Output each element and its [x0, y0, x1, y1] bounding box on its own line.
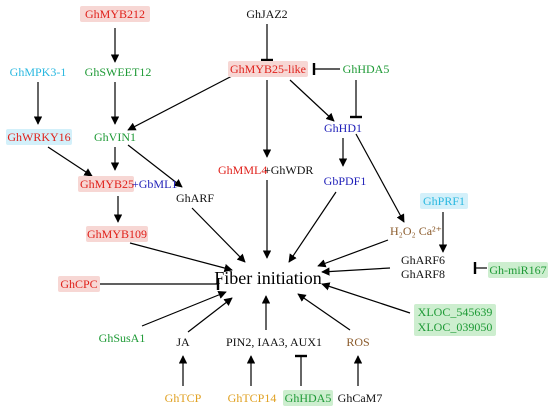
- node-label: XLOC_545639: [418, 305, 493, 319]
- node-highlight: [283, 390, 333, 406]
- node-label-partner: +GhWDR: [264, 163, 313, 177]
- node-label: GhMPK3-1: [10, 65, 67, 79]
- node-highlight: [228, 61, 308, 77]
- node-label: GhARF: [176, 191, 214, 205]
- node-label: GhWRKY16: [7, 130, 70, 144]
- node-ghcpc: GhCPC: [58, 276, 100, 292]
- node-ghcam7: GhCaM7: [338, 391, 383, 405]
- node-ghjaz2: GhJAZ2: [246, 7, 287, 21]
- node-ghmyb109: GhMYB109: [86, 226, 148, 242]
- node-ja: JA: [176, 335, 190, 349]
- node-ghvin1: GhVIN1: [94, 130, 136, 144]
- node-label-partner: +GbML1: [132, 177, 177, 191]
- node-label: GhMYB25: [80, 177, 134, 191]
- node-label: GhMML4: [218, 163, 267, 177]
- node-label-second: GhARF8: [401, 267, 445, 281]
- edge-gharf-fiber: [191, 207, 246, 263]
- nodes: GhMYB212 GhJAZ2 GhMPK3-1 GhSWEET12 GhMYB…: [6, 6, 548, 406]
- node-xloc: XLOC_545639 XLOC_039050: [414, 304, 496, 336]
- node-label-second: XLOC_039050: [418, 320, 493, 334]
- center-label: Fiber initiation: [214, 268, 322, 288]
- node-highlight: [86, 226, 148, 242]
- node-highlight: [78, 176, 134, 192]
- node-label: GhHDA5: [285, 391, 332, 405]
- node-gharf: GhARF: [176, 191, 214, 205]
- edge-ghwrky16-ghmyb25: [47, 146, 93, 177]
- node-label: Gh-miR167: [489, 263, 546, 277]
- edge-ghmyb25like-ghhd1: [289, 79, 335, 122]
- node-ghmyb25-gbml1: GhMYB25 +GbML1: [78, 176, 177, 192]
- node-ghmml4-ghwdr: GhMML4 +GhWDR: [218, 163, 313, 177]
- node-label: ROS: [346, 335, 369, 349]
- node-label: GhTCP: [165, 391, 202, 405]
- node-ghmyb25-like: GhMYB25-like: [228, 61, 308, 77]
- edge-ghmyb109-fiber: [129, 242, 233, 273]
- node-label: JA: [176, 335, 190, 349]
- node-highlight: [414, 304, 496, 336]
- node-ghprf1: GhPRF1: [420, 193, 468, 209]
- node-ghtcp: GhTCP: [165, 391, 202, 405]
- node-gbpdf1: GbPDF1: [324, 174, 367, 188]
- node-highlight: [6, 129, 72, 145]
- edges: [33, 24, 487, 386]
- node-label: GhVIN1: [94, 130, 136, 144]
- node-highlight: [80, 6, 150, 22]
- node-gh-mir167: Gh-miR167: [488, 262, 548, 278]
- node-highlight: [488, 262, 548, 278]
- node-label: GhTCP14: [228, 391, 277, 405]
- node-label: GhMYB25-like: [230, 62, 306, 76]
- node-ghsweet12: GhSWEET12: [85, 65, 152, 79]
- edge-ghsusa1-fiber: [141, 290, 227, 327]
- node-label: GhCPC: [60, 277, 97, 291]
- edge-ros-fiber: [297, 293, 351, 331]
- node-ghmyb212: GhMYB212: [80, 6, 150, 22]
- node-label: GhJAZ2: [246, 7, 287, 21]
- node-label: GhSusA1: [99, 331, 146, 345]
- node-highlight: [420, 193, 468, 209]
- node-label: GhARF6: [401, 253, 445, 267]
- node-label: H₂O₂ Ca²⁺: [390, 224, 442, 238]
- node-pin2-iaa3-aux1: PIN2, IAA3, AUX1: [226, 335, 322, 349]
- node-label: GbPDF1: [324, 174, 367, 188]
- edge-xloc-fiber: [321, 282, 411, 314]
- node-label: GhHD1: [324, 121, 362, 135]
- node-h2o2-ca: H₂O₂ Ca²⁺: [390, 224, 442, 238]
- node-ghsusa1: GhSusA1: [99, 331, 146, 345]
- node-ghmpk3-1: GhMPK3-1: [10, 65, 67, 79]
- edge-h2o2-fiber: [317, 239, 389, 268]
- node-ghwrky16: GhWRKY16: [6, 129, 72, 145]
- node-fiber-initiation: Fiber initiation: [214, 268, 322, 288]
- node-label: PIN2, IAA3, AUX1: [226, 335, 322, 349]
- node-label: GhCaM7: [338, 391, 383, 405]
- node-ghhda5-bottom: GhHDA5: [283, 390, 333, 406]
- node-ros: ROS: [346, 335, 369, 349]
- node-label: GhSWEET12: [85, 65, 152, 79]
- node-label: GhHDA5: [343, 62, 390, 76]
- node-ghhda5-top: GhHDA5: [343, 62, 390, 76]
- node-label: GhMYB109: [87, 227, 147, 241]
- edge-ja-fiber: [187, 297, 233, 333]
- edge-ghmyb25like-ghvin1: [127, 75, 233, 131]
- edge-ghhd1-h2o2: [355, 133, 405, 223]
- edge-gbpdf1-fiber: [288, 191, 337, 263]
- node-highlight: [58, 276, 100, 292]
- node-label: GhPRF1: [423, 194, 465, 208]
- node-ghtcp14: GhTCP14: [228, 391, 277, 405]
- node-gharf6-gharf8: GhARF6 GhARF8: [401, 253, 445, 281]
- node-label: GhMYB212: [85, 7, 145, 21]
- edge-ghvin1-gharf: [127, 144, 183, 188]
- edge-gharf6-fiber: [321, 267, 391, 276]
- node-ghhd1: GhHD1: [324, 121, 362, 135]
